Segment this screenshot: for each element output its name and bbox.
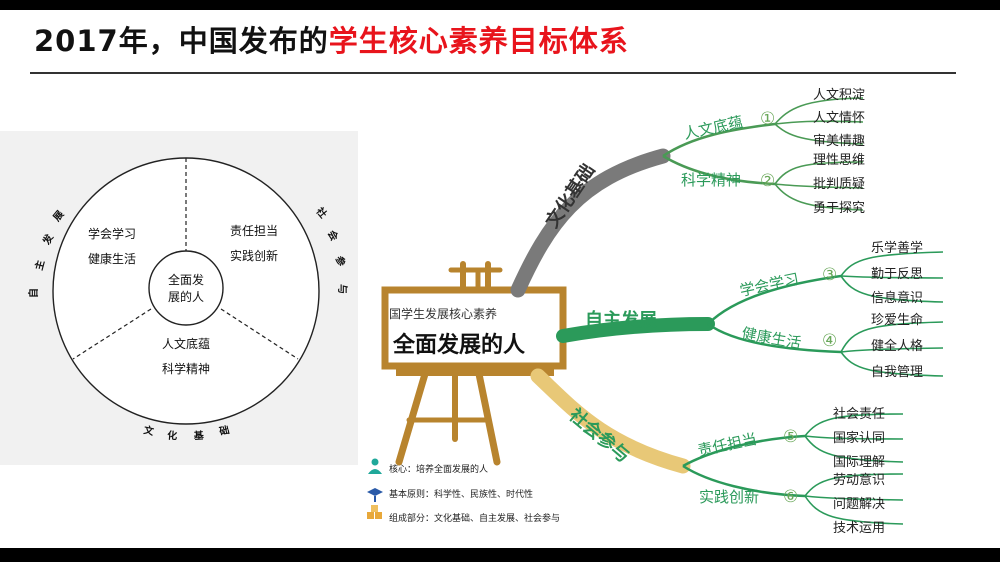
divider-left (72, 308, 152, 360)
inner-circle (148, 250, 224, 326)
autonomy-sub-1-num: ③ (822, 265, 837, 285)
outer-bottom-2: 化 (167, 429, 178, 443)
branch-label-autonomy: 自主发展 (585, 309, 658, 331)
autonomy-leaf-6: 自我管理 (871, 365, 923, 380)
divider-right (220, 308, 299, 360)
autonomy-leaf-5: 健全人格 (871, 338, 923, 354)
outer-left-4: 展 (51, 208, 67, 223)
center-line-1: 全面发 (168, 272, 204, 287)
easel-board-frame (381, 286, 567, 370)
social-sub-1: 责任担当 (696, 430, 758, 460)
legend-components: 组成部分：文化基础、自主发展、社会参与 (389, 512, 560, 524)
culture-sub-1: 人文底蕴 (682, 113, 744, 143)
autonomy-leaf-3: 信息意识 (871, 290, 923, 306)
autonomy-sub-2: 健康生活 (740, 324, 802, 352)
social-leaf-5: 问题解决 (833, 497, 885, 512)
social-leaf-lines (804, 413, 904, 525)
autonomy-leaf-1: 乐学善学 (871, 240, 923, 256)
autonomy-leaf-lines (840, 251, 944, 377)
social-leaf-1: 社会责任 (833, 406, 885, 422)
title-prefix: 2017年，中国发布的 (34, 24, 329, 58)
culture-sub-1-num: ① (760, 109, 775, 129)
bottom-letterbox (0, 548, 1000, 562)
trunk-autonomy (556, 317, 715, 343)
sector-right-1: 责任担当 (230, 224, 278, 238)
social-sub-1-num: ⑤ (783, 427, 798, 447)
culture-leaf-3: 审美情趣 (813, 134, 865, 149)
board-title-small: 国学生发展核心素养 (389, 306, 497, 321)
autonomy-leaf-2: 勤于反思 (871, 267, 923, 282)
culture-leaf-lines (774, 97, 864, 211)
culture-leaf-6: 勇于探究 (813, 201, 865, 216)
social-sub-line-1 (682, 434, 806, 468)
culture-leaf-4: 理性思维 (813, 153, 865, 168)
culture-leaf-2: 人文情怀 (813, 111, 865, 126)
autonomy-leaf-4: 珍爱生命 (871, 312, 923, 328)
culture-sub-line-2 (662, 154, 776, 186)
title-underline (30, 72, 956, 74)
title-highlight: 学生核心素养目标体系 (328, 24, 629, 58)
easel (395, 261, 503, 466)
easel-tray (396, 368, 554, 376)
culture-sub-line-1 (662, 122, 776, 158)
trunk-culture (510, 148, 671, 298)
trunk-social (530, 368, 691, 474)
social-sub-2: 实践创新 (699, 488, 759, 506)
slide-title: 2017年，中国发布的学生核心素养目标体系 (34, 18, 629, 60)
outer-bottom-4: 础 (218, 423, 230, 438)
board-title-big: 全面发展的人 (392, 332, 525, 358)
culture-leaf-1: 人文积淀 (813, 88, 865, 103)
outer-left-1: 自 (27, 288, 40, 298)
culture-sub-2-num: ② (760, 171, 775, 191)
outer-left-2: 主 (32, 259, 47, 272)
circle-diagram: 全面发 展的人 学会学习 健康生活 责任担当 实践创新 人文底蕴 科学精神 自 … (27, 157, 349, 443)
culture-leaf-5: 批判质疑 (813, 176, 865, 192)
mind-map: 国学生发展核心素养 全面发展的人 文化基础 自主发展 社会参与 人文底蕴 ① 科… (367, 88, 944, 536)
social-leaf-6: 技术运用 (833, 521, 885, 536)
legend-core: 核心：培养全面发展的人 (389, 463, 488, 475)
mind-map-panel: 国学生发展核心素养 全面发展的人 文化基础 自主发展 社会参与 人文底蕴 ① 科… (363, 84, 966, 546)
person-icon (368, 458, 382, 474)
center-line-2: 展的人 (168, 289, 204, 304)
blocks-icon (367, 505, 382, 519)
top-letterbox (0, 0, 1000, 10)
outer-left-3: 发 (39, 231, 56, 248)
social-leaf-2: 国家认同 (833, 430, 885, 446)
outer-bottom-3: 基 (192, 429, 205, 443)
sector-left-1: 学会学习 (88, 226, 136, 241)
culture-sub-2: 科学精神 (681, 171, 741, 189)
outer-bottom-1: 文 (142, 423, 155, 438)
autonomy-sub-line-2 (707, 322, 842, 354)
social-sub-line-2 (682, 464, 806, 498)
sector-right-2: 实践创新 (230, 248, 278, 263)
outer-right-2: 会 (325, 228, 341, 243)
autonomy-sub-1: 学会学习 (738, 270, 800, 300)
legend-principle: 基本原则：科学性、民族性、时代性 (389, 488, 533, 500)
graduation-cap-icon (367, 488, 383, 502)
outer-right-3: 参 (333, 255, 348, 268)
sector-left-2: 健康生活 (88, 251, 136, 266)
outer-right-4: 与 (336, 284, 349, 294)
social-sub-2-num: ⑥ (783, 487, 798, 507)
autonomy-sub-line-1 (707, 274, 842, 325)
sector-bottom-1: 人文底蕴 (162, 336, 210, 351)
social-leaf-3: 国际理解 (833, 455, 885, 470)
autonomy-sub-2-num: ④ (822, 331, 837, 351)
outer-right-1: 社 (313, 204, 330, 221)
social-leaf-4: 劳动意识 (833, 472, 885, 488)
sector-bottom-2: 科学精神 (162, 361, 210, 376)
